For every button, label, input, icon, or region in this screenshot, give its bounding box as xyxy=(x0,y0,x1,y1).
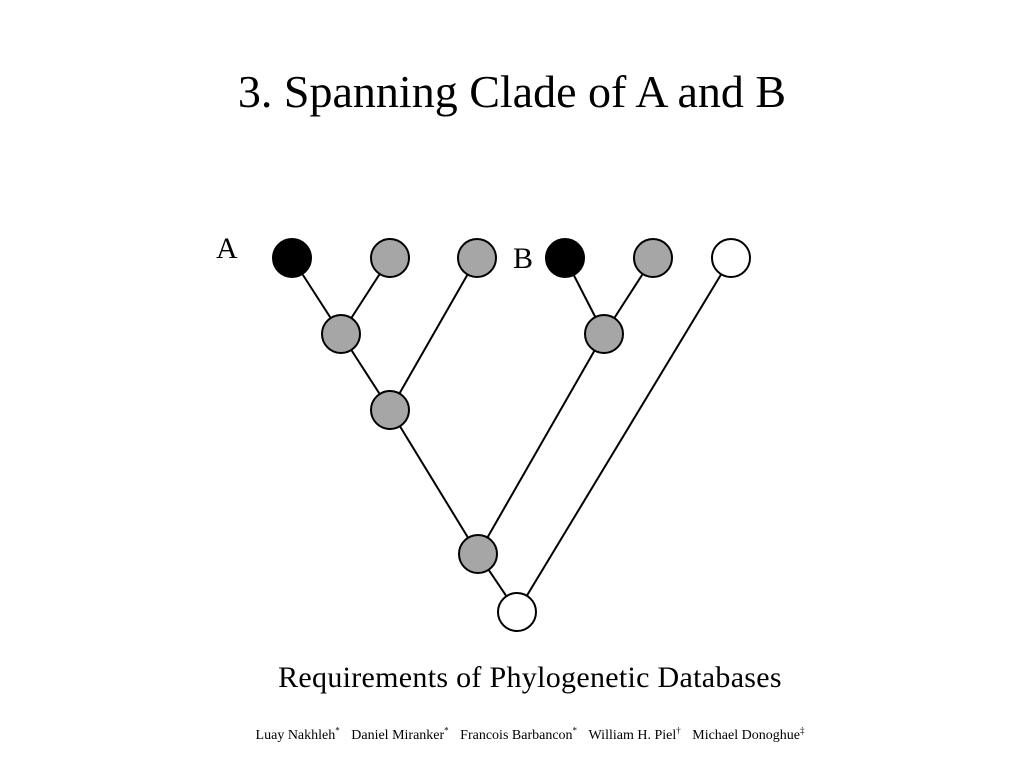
edge-leaf6-to-root xyxy=(516,257,732,613)
leaf-node-b xyxy=(545,238,585,278)
author-affiliation-mark: * xyxy=(572,725,578,735)
footer-title: Requirements of Phylogenetic Databases xyxy=(278,661,782,694)
author-5: Michael Donoghue‡ xyxy=(692,725,805,743)
author-name: Daniel Miranker xyxy=(351,727,445,743)
internal-node-1 xyxy=(321,314,361,354)
node-label-a: A xyxy=(216,232,238,265)
edge-n3-to-n4 xyxy=(477,333,605,555)
author-affiliation-mark: ‡ xyxy=(799,725,805,735)
leaf-node-3 xyxy=(457,238,497,278)
author-affiliation-mark: * xyxy=(444,725,449,735)
edge-n2-to-n4 xyxy=(389,409,479,555)
author-3: Francois Barbancon* xyxy=(460,725,578,743)
author-name: Francois Barbancon xyxy=(460,727,573,743)
edge-leaf3-to-n2 xyxy=(389,257,478,411)
author-name: William H. Piel xyxy=(588,727,677,743)
author-2: Daniel Miranker* xyxy=(351,725,449,743)
node-label-b: B xyxy=(513,242,534,275)
author-affiliation-mark: † xyxy=(676,725,681,735)
internal-node-4 xyxy=(458,534,498,574)
internal-node-3 xyxy=(584,314,624,354)
author-name: Luay Nakhleh xyxy=(255,727,336,743)
internal-node-2 xyxy=(370,390,410,430)
author-affiliation-mark: * xyxy=(335,725,340,735)
leaf-node-5 xyxy=(633,238,673,278)
author-name: Michael Donoghue xyxy=(692,727,800,743)
leaf-node-6 xyxy=(711,238,751,278)
root-node xyxy=(497,592,537,632)
author-4: William H. Piel† xyxy=(588,725,681,743)
leaf-node-2 xyxy=(370,238,410,278)
author-1: Luay Nakhleh* xyxy=(255,725,340,743)
author-list: Luay Nakhleh* Daniel Miranker* Francois … xyxy=(0,720,1024,746)
leaf-node-a xyxy=(272,238,312,278)
slide-title: 3. Spanning Clade of A and B xyxy=(237,66,787,117)
